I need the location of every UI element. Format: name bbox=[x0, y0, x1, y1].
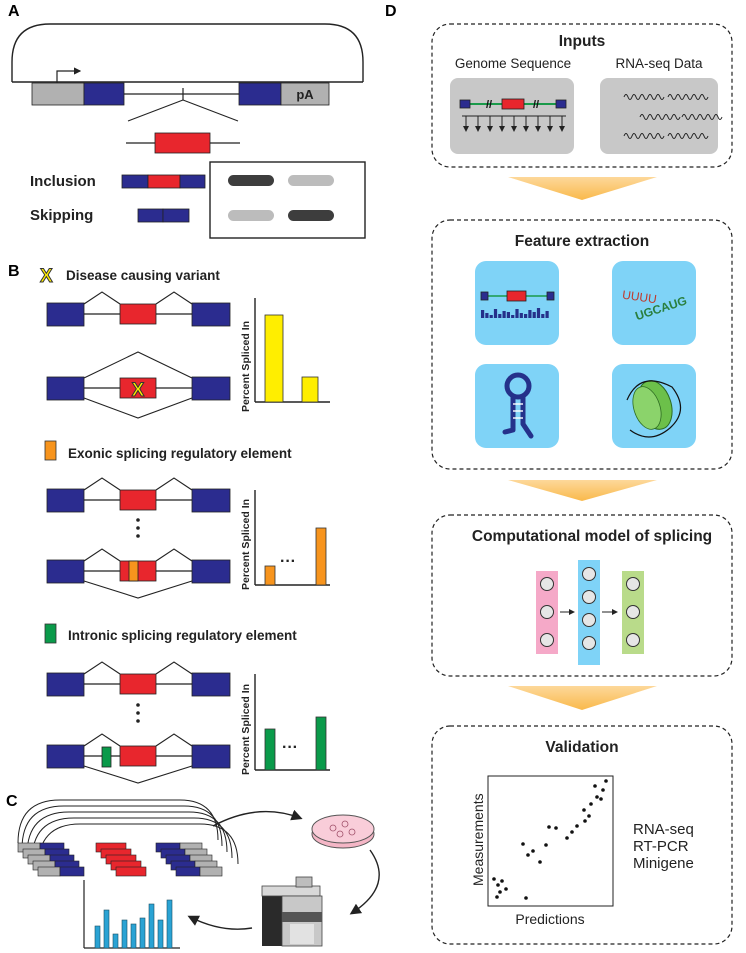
result-bar bbox=[121, 919, 128, 949]
method-minigene: Minigene bbox=[633, 855, 694, 872]
rnaseq-reads-icon bbox=[623, 94, 723, 139]
result-bar bbox=[94, 925, 101, 949]
promoter-arrow-icon bbox=[56, 67, 82, 83]
panel-label-a: A bbox=[8, 3, 20, 20]
result-bar bbox=[157, 919, 164, 949]
promoter-block bbox=[31, 82, 85, 106]
svg-text:UUUU: UUUU bbox=[621, 288, 657, 307]
rnaseq-data-label: RNA-seq Data bbox=[615, 56, 703, 71]
nucleosome-icon bbox=[626, 380, 682, 438]
sequencer-icon bbox=[261, 876, 323, 947]
splicing-schematic-b1 bbox=[46, 291, 231, 327]
panel-label-d: D bbox=[385, 3, 397, 20]
method-rnaseq: RNA-seq bbox=[633, 821, 694, 838]
result-bar bbox=[112, 933, 119, 949]
rna-hairpin-icon bbox=[502, 372, 534, 439]
stage-title-model: Computational model of splicing bbox=[472, 528, 712, 545]
conservation-track-icon bbox=[480, 290, 555, 318]
psi-axis-label: Percent Spliced In bbox=[240, 499, 252, 590]
minigene-construct: pA bbox=[11, 23, 364, 154]
splicing-schematic-b3 bbox=[46, 661, 231, 723]
skipping-label: Skipping bbox=[30, 207, 93, 224]
psi-bar-variant bbox=[301, 376, 319, 403]
genome-sequence-label: Genome Sequence bbox=[455, 56, 571, 71]
psi-chart-b3: Percent Spliced In ··· bbox=[240, 674, 330, 775]
splicing-schematic-b1-variant: X bbox=[46, 351, 231, 419]
ellipsis: ··· bbox=[280, 553, 296, 570]
alternative-exon bbox=[154, 132, 211, 154]
skipping-isoform bbox=[137, 208, 190, 223]
splicing-schematic-b3-element bbox=[46, 733, 231, 784]
flow-arrow-1 bbox=[508, 177, 657, 200]
panel-label-b: B bbox=[8, 263, 20, 280]
culture-dish-icon bbox=[311, 814, 375, 849]
inclusion-label: Inclusion bbox=[30, 173, 96, 190]
feature-card-motif bbox=[612, 261, 696, 345]
exon-upstream bbox=[83, 82, 125, 106]
pa-label: pA bbox=[296, 87, 314, 102]
feature-card-conservation bbox=[475, 261, 559, 345]
orange-element-icon bbox=[44, 440, 57, 461]
result-bar bbox=[130, 923, 137, 949]
result-bar bbox=[139, 917, 146, 949]
inclusion-isoform bbox=[121, 174, 206, 189]
stage-title-feature-extraction: Feature extraction bbox=[515, 233, 649, 250]
result-bar bbox=[103, 909, 110, 949]
stage-title-inputs: Inputs bbox=[559, 33, 606, 50]
svg-text://: // bbox=[486, 99, 492, 111]
splicing-schematic-b2-element bbox=[46, 548, 231, 599]
polya-block bbox=[280, 82, 330, 106]
psi-results-chart bbox=[83, 880, 180, 949]
legend-exonic-element: Exonic splicing regulatory element bbox=[68, 446, 292, 461]
psi-axis-label: Percent Spliced In bbox=[240, 321, 252, 412]
result-bar bbox=[148, 903, 155, 949]
exon-downstream bbox=[238, 82, 282, 106]
stage-title-validation: Validation bbox=[545, 739, 618, 756]
ellipsis: ··· bbox=[282, 739, 298, 756]
validation-scatter-points bbox=[492, 779, 608, 900]
stage-feature-extraction: Feature extraction UUUU UGCAUG bbox=[431, 219, 733, 470]
method-rtpcr: RT-PCR bbox=[633, 838, 689, 855]
flow-arrow-3 bbox=[508, 686, 657, 710]
stage-computational-model: Computational model of splicing bbox=[431, 514, 733, 677]
feature-card-rna-structure bbox=[475, 364, 559, 448]
psi-chart-b1: Percent Spliced In bbox=[240, 298, 330, 412]
legend-intronic-element: Intronic splicing regulatory element bbox=[68, 628, 297, 643]
svg-text://: // bbox=[533, 99, 539, 111]
validation-scatter-frame bbox=[487, 775, 614, 907]
arrow-to-results bbox=[187, 915, 253, 930]
variant-x-mark-icon: X bbox=[132, 380, 145, 401]
splicing-schematic-b2 bbox=[46, 477, 231, 538]
variant-x-icon: X bbox=[40, 266, 53, 287]
genome-sequence-icon: // // bbox=[459, 98, 567, 132]
arrow-to-dish bbox=[212, 809, 303, 827]
result-bar bbox=[166, 899, 173, 949]
neural-network-icon bbox=[536, 560, 644, 665]
y-axis-label: Measurements bbox=[470, 793, 486, 886]
psi-chart-b2: Percent Spliced In ··· bbox=[240, 490, 330, 590]
psi-axis-label: Percent Spliced In bbox=[240, 684, 252, 775]
minigene-library bbox=[17, 799, 239, 877]
gel-image bbox=[209, 161, 366, 239]
psi-bar-wildtype bbox=[264, 314, 284, 403]
stage-validation: Validation Measurements Predictions RNA-… bbox=[431, 725, 733, 945]
green-element-icon bbox=[44, 623, 57, 644]
stage-inputs: Inputs Genome Sequence RNA-seq Data // /… bbox=[431, 23, 733, 168]
flow-arrow-2 bbox=[508, 480, 657, 501]
x-axis-label: Predictions bbox=[515, 911, 584, 927]
arrow-to-sequencer bbox=[349, 849, 380, 915]
panel-label-c: C bbox=[6, 793, 18, 810]
legend-disease-variant: Disease causing variant bbox=[66, 268, 220, 283]
